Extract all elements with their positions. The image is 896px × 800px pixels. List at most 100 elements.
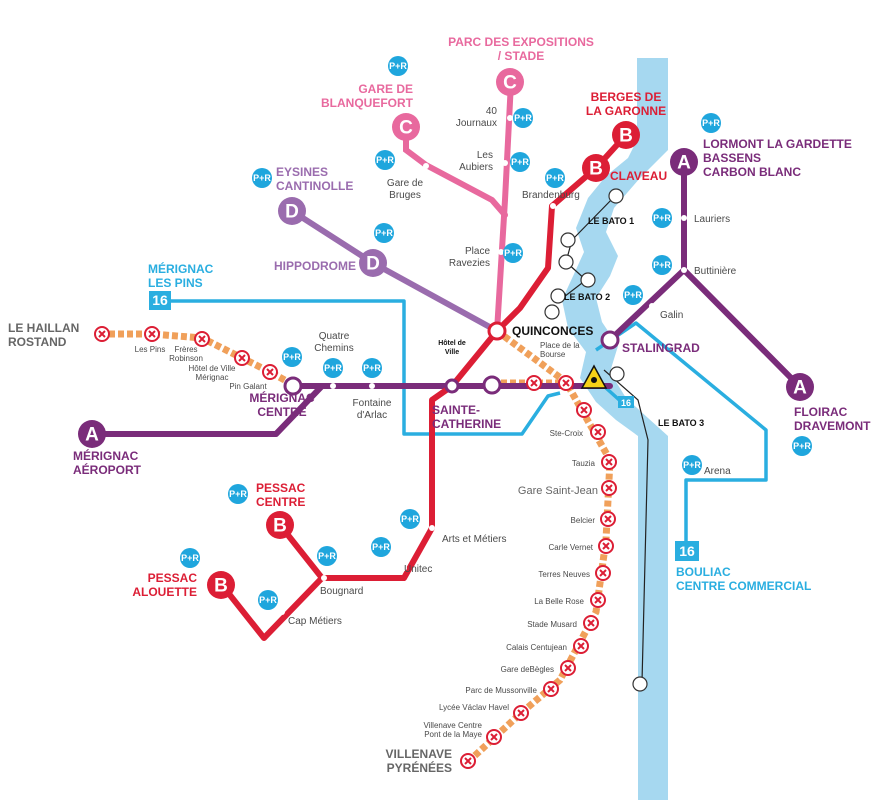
- svg-text:P+R: P+R: [702, 118, 720, 128]
- terminus-b-pessac-centre: B: [266, 511, 294, 539]
- svg-text:P+R: P+R: [229, 489, 247, 499]
- park-ride-icon: P+R: [701, 113, 721, 133]
- boat-icons: [544, 188, 648, 692]
- svg-text:Pont de la Maye: Pont de la Maye: [424, 730, 482, 739]
- terminus-a-lormont: A: [670, 148, 698, 176]
- svg-text:A: A: [793, 378, 807, 399]
- svg-text:P+R: P+R: [401, 514, 419, 524]
- station-dots[interactable]: [279, 115, 689, 615]
- closed-x: [460, 753, 476, 769]
- park-ride-icon: P+R: [652, 208, 672, 228]
- svg-text:FLOIRAC: FLOIRAC: [794, 405, 848, 419]
- park-ride-icon: P+R: [317, 546, 337, 566]
- park-ride-icon: P+R: [375, 150, 395, 170]
- svg-text:BOULIAC: BOULIAC: [676, 565, 731, 579]
- svg-text:P+R: P+R: [683, 460, 701, 470]
- svg-text:Place de la: Place de la: [540, 341, 580, 350]
- svg-text:B: B: [273, 516, 287, 537]
- svg-text:Hôtel de: Hôtel de: [438, 340, 466, 347]
- closed-x: [194, 331, 210, 347]
- station-dot-aubiers: [502, 160, 508, 166]
- terminus-b-claveau: B: [582, 154, 610, 182]
- svg-text:MÉRIGNAC: MÉRIGNAC: [249, 390, 315, 405]
- svg-text:Ville: Ville: [445, 349, 459, 356]
- svg-text:Lycée Václav Havel: Lycée Václav Havel: [439, 703, 509, 712]
- svg-text:P+R: P+R: [511, 157, 529, 167]
- svg-text:Bougnard: Bougnard: [320, 586, 363, 597]
- svg-text:P+R: P+R: [793, 441, 811, 451]
- station-dot-buttiniere: [681, 267, 687, 273]
- svg-text:CENTRE: CENTRE: [256, 495, 305, 509]
- svg-text:Bruges: Bruges: [389, 190, 421, 201]
- terminus-a-floirac: A: [786, 373, 814, 401]
- terminus-b-berges: B: [612, 121, 640, 149]
- svg-text:VILLENAVE: VILLENAVE: [386, 747, 452, 761]
- svg-text:Les: Les: [477, 150, 493, 161]
- park-ride-icon: P+R: [652, 255, 672, 275]
- svg-text:P+R: P+R: [653, 213, 671, 223]
- terminus-markers[interactable]: C C B B A D D A A B B: [78, 68, 814, 599]
- park-ride-icons[interactable]: P+R P+R P+R P+R P+R P+R P+R P+R P+R P+R …: [180, 56, 812, 610]
- station-dot-arts-metiers: [429, 525, 435, 531]
- bus-16-badges[interactable]: 16 16 16: [149, 291, 699, 561]
- svg-text:Belcier: Belcier: [571, 516, 596, 525]
- boat-icon: [580, 272, 596, 288]
- svg-text:SAINTE-: SAINTE-: [432, 403, 480, 417]
- svg-text:La Belle Rose: La Belle Rose: [534, 597, 584, 606]
- svg-text:B: B: [214, 576, 228, 597]
- terminus-a-aeroport: A: [78, 420, 106, 448]
- closed-x: [262, 364, 278, 380]
- svg-text:Ravezies: Ravezies: [449, 258, 490, 269]
- park-ride-icon: P+R: [180, 548, 200, 568]
- svg-text:B: B: [619, 126, 633, 147]
- park-ride-icon: P+R: [792, 436, 812, 456]
- svg-text:P+R: P+R: [283, 352, 301, 362]
- svg-text:16: 16: [621, 398, 631, 408]
- boat-labels: LE BATO 1 LE BATO 2 LE BATO 3: [564, 216, 704, 428]
- svg-text:16: 16: [679, 543, 695, 559]
- park-ride-icon: P+R: [503, 243, 523, 263]
- svg-text:Gare deBègles: Gare deBègles: [501, 665, 554, 674]
- boat-icon: [560, 232, 576, 248]
- station-dot-cap-metiers: [279, 609, 285, 615]
- line-b[interactable]: [219, 132, 629, 641]
- svg-text:16: 16: [152, 292, 168, 308]
- svg-text:P+R: P+R: [318, 551, 336, 561]
- svg-text:Brandenburg: Brandenburg: [522, 190, 580, 201]
- svg-text:Journaux: Journaux: [456, 118, 497, 129]
- svg-text:P+R: P+R: [372, 542, 390, 552]
- svg-text:CLAVEAU: CLAVEAU: [610, 169, 667, 183]
- closed-x: [486, 729, 502, 745]
- boat-icon: [544, 304, 560, 320]
- svg-text:MÉRIGNAC: MÉRIGNAC: [73, 448, 139, 463]
- svg-text:Pin Galant: Pin Galant: [229, 382, 267, 391]
- closed-x: [234, 350, 250, 366]
- terminus-c-blanquefort: C: [392, 113, 420, 141]
- park-ride-icon: P+R: [252, 168, 272, 188]
- closed-x: [558, 375, 574, 391]
- svg-text:CANTINOLLE: CANTINOLLE: [276, 179, 353, 193]
- hub-rings[interactable]: [283, 321, 620, 396]
- svg-text:P+R: P+R: [253, 173, 271, 183]
- closed-x: [590, 592, 606, 608]
- station-dot-unitec: [401, 565, 407, 571]
- park-ride-icon: P+R: [388, 56, 408, 76]
- closed-x: [601, 454, 617, 470]
- boat-icon: [550, 288, 566, 304]
- closed-x: [595, 565, 611, 581]
- hub-sainte-catherine: [482, 375, 502, 395]
- svg-text:d'Arlac: d'Arlac: [357, 410, 387, 421]
- closed-x: [573, 638, 589, 654]
- svg-text:P+R: P+R: [546, 173, 564, 183]
- station-dot-journaux: [507, 115, 513, 121]
- park-ride-icon: P+R: [682, 455, 702, 475]
- park-ride-icon: P+R: [623, 285, 643, 305]
- station-dot-fontaine-arlac: [369, 383, 375, 389]
- svg-text:STALINGRAD: STALINGRAD: [622, 341, 700, 355]
- svg-text:PESSAC: PESSAC: [256, 481, 306, 495]
- boat-icon: [608, 188, 624, 204]
- svg-text:Calais Centujean: Calais Centujean: [506, 643, 567, 652]
- hub-quinconces: [487, 321, 507, 341]
- svg-text:DRAVEMONT: DRAVEMONT: [794, 419, 871, 433]
